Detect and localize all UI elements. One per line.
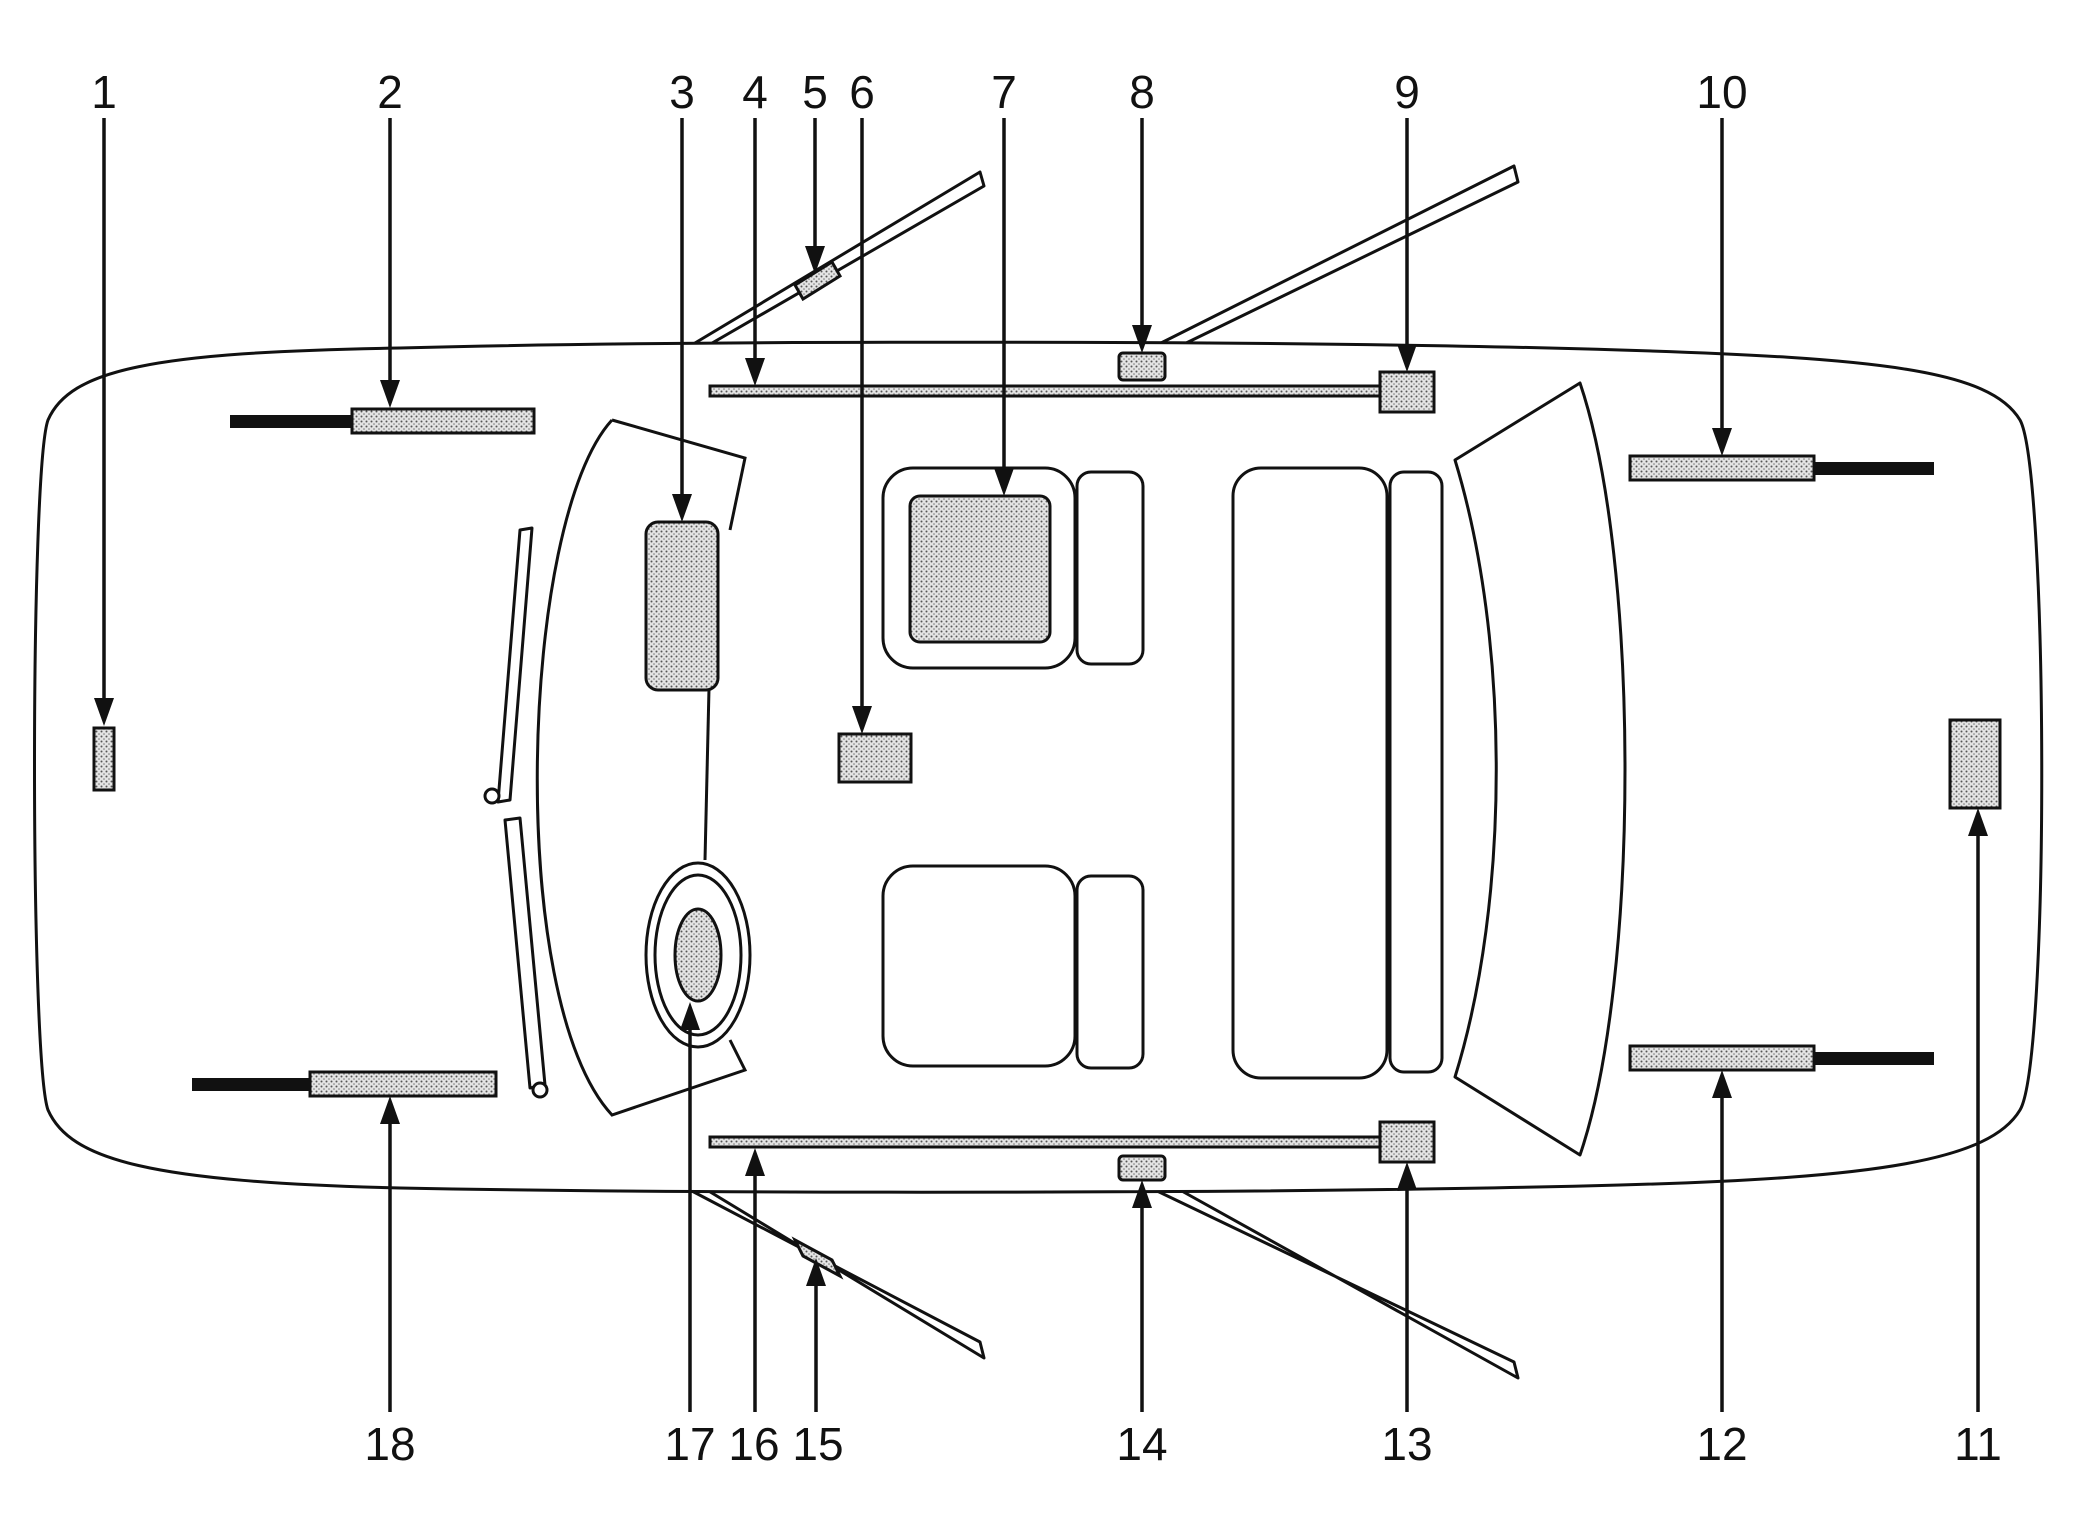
component-17: [673, 907, 723, 1003]
leader-9: [1397, 118, 1417, 372]
component-10: [1628, 454, 1816, 482]
windshield-wipers: [483, 526, 549, 1099]
component-3: [644, 520, 720, 692]
leader-5: [805, 118, 825, 274]
door-panels: [688, 164, 1520, 1380]
component-2: [350, 407, 536, 435]
component-16: [708, 1135, 1382, 1149]
callout-17: 17: [664, 1418, 715, 1470]
callout-6: 6: [849, 66, 875, 118]
component-4: [708, 384, 1382, 398]
rear-right-door: [1153, 1188, 1520, 1380]
callout-10: 10: [1696, 66, 1747, 118]
component-10-wire: [1814, 462, 1934, 475]
rear-bench-seat: [1231, 466, 1444, 1080]
leader-15: [806, 1258, 826, 1412]
leader-16: [745, 1148, 765, 1412]
callout-9: 9: [1394, 66, 1420, 118]
component-18: [308, 1070, 498, 1098]
callout-12: 12: [1696, 1418, 1747, 1470]
callout-2: 2: [377, 66, 403, 118]
components: [92, 259, 2002, 1280]
leader-10: [1712, 118, 1732, 456]
callout-15: 15: [792, 1418, 843, 1470]
leader-lines: [94, 118, 1988, 1412]
callout-5: 5: [802, 66, 828, 118]
leader-8: [1132, 118, 1152, 353]
callout-16: 16: [728, 1418, 779, 1470]
wiper-upper: [496, 526, 534, 804]
component-1: [92, 726, 116, 792]
component-18-wire: [192, 1078, 312, 1091]
component-12-wire: [1814, 1052, 1934, 1065]
callout-18: 18: [364, 1418, 415, 1470]
callout-14: 14: [1116, 1418, 1167, 1470]
rear-left-door: [1153, 164, 1520, 348]
front-seat-right: [881, 864, 1145, 1070]
component-11: [1948, 718, 2002, 810]
wiper-pivot-lower: [531, 1081, 549, 1099]
leader-2: [380, 118, 400, 408]
rear-window: [1453, 381, 1627, 1157]
callout-numbers: 1 2 3 4 5 6 7 8 9 10 11 12 13 14 15 16 1…: [91, 66, 2002, 1470]
wiper-pivot-upper: [483, 787, 501, 805]
component-7: [908, 494, 1052, 644]
component-5: [792, 259, 843, 302]
callout-13: 13: [1381, 1418, 1432, 1470]
component-8: [1117, 351, 1167, 382]
front-left-door: [688, 170, 986, 348]
leader-12: [1712, 1070, 1732, 1412]
callout-4: 4: [742, 66, 768, 118]
leader-7: [994, 118, 1014, 496]
component-15: [791, 1236, 844, 1280]
leader-11: [1968, 808, 1988, 1412]
callout-1: 1: [91, 66, 117, 118]
callout-8: 8: [1129, 66, 1155, 118]
callout-3: 3: [669, 66, 695, 118]
callout-11: 11: [1954, 1418, 2002, 1470]
leader-4: [745, 118, 765, 386]
leader-6: [852, 118, 872, 734]
component-9: [1378, 370, 1436, 414]
leader-18: [380, 1096, 400, 1412]
steering-wheel: [644, 861, 752, 1049]
component-13: [1378, 1120, 1436, 1164]
leader-17: [680, 1002, 700, 1412]
component-14: [1117, 1154, 1167, 1182]
component-12: [1628, 1044, 1816, 1072]
leader-1: [94, 118, 114, 726]
component-6: [837, 732, 913, 784]
windshield: [535, 418, 748, 1117]
leader-14: [1132, 1180, 1152, 1412]
leader-13: [1397, 1162, 1417, 1412]
leader-3: [672, 118, 692, 522]
component-2-wire: [230, 415, 352, 428]
callout-7: 7: [991, 66, 1017, 118]
